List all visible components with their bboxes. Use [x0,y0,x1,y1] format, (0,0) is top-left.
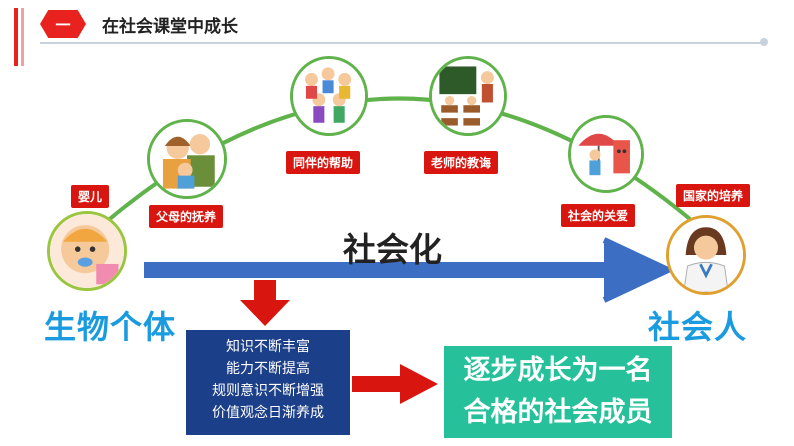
label-society: 社会的关爱 [561,204,636,227]
header-divider [40,42,766,44]
result-line: 逐步成长为一名 [463,355,653,386]
label-parents: 父母的抚养 [149,205,224,228]
result-box: 逐步成长为一名 合格的社会成员 [444,346,672,438]
label-teacher: 老师的教诲 [424,151,499,174]
parents-illustration [147,119,227,199]
infant-illustration [47,211,127,291]
section-badge: 一 [40,10,86,38]
label-peers: 同伴的帮助 [286,151,361,174]
growth-item: 知识不断丰富 [226,339,310,355]
socialization-label: 社会化 [343,230,442,269]
growth-list-box: 知识不断丰富 能力不断提高 规则意识不断增强 价值观念日渐养成 [186,330,350,435]
label-infant: 婴儿 [71,185,110,208]
left-term: 生物个体 [44,308,177,346]
section-title: 在社会课堂中成长 [102,17,238,37]
growth-item: 规则意识不断增强 [212,383,324,399]
teacher-illustration [429,56,507,136]
peers-illustration [290,56,368,136]
header-accent-bar [14,8,18,66]
right-term: 社会人 [648,308,748,346]
header-accent-bar-light [21,8,24,66]
growth-item: 能力不断提高 [226,361,310,377]
label-nation: 国家的培养 [676,184,751,207]
socialization-arrow [144,242,668,298]
growth-item: 价值观念日渐养成 [212,405,324,421]
down-arrow [240,280,290,326]
header-divider-dot [760,38,768,46]
citizen-illustration [666,215,746,295]
result-arrow [352,364,438,404]
result-line: 合格的社会成员 [463,397,653,428]
society-care-illustration [568,115,644,193]
